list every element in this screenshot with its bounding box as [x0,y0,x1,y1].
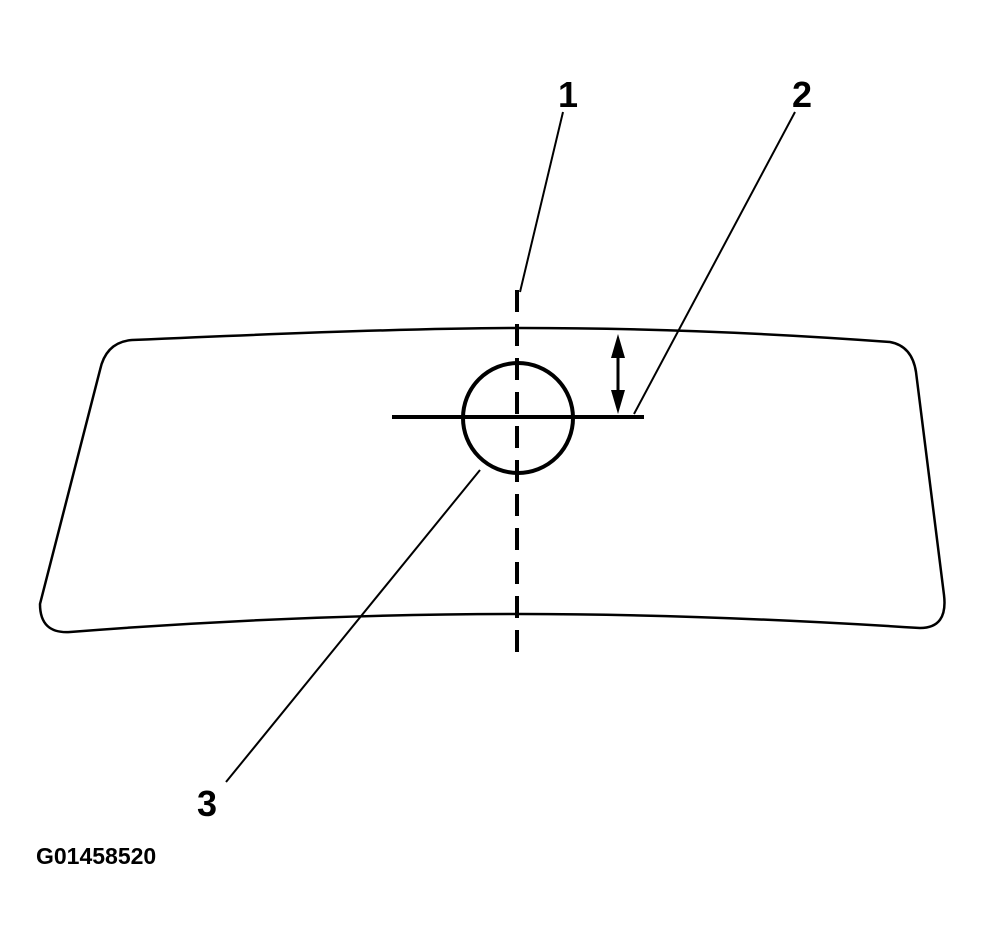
leader-line-1 [519,111,564,293]
callout-3: 3 [197,783,218,824]
arrow-head-down-icon [611,390,625,414]
figure-id: G01458520 [36,843,157,869]
callout-1: 1 [558,74,579,115]
leader-line-3 [225,469,481,783]
arrow-head-up-icon [611,334,625,358]
windshield-outline [38,326,946,634]
callout-2: 2 [792,74,813,115]
target-circle [461,361,575,475]
leader-line-2 [633,111,796,415]
